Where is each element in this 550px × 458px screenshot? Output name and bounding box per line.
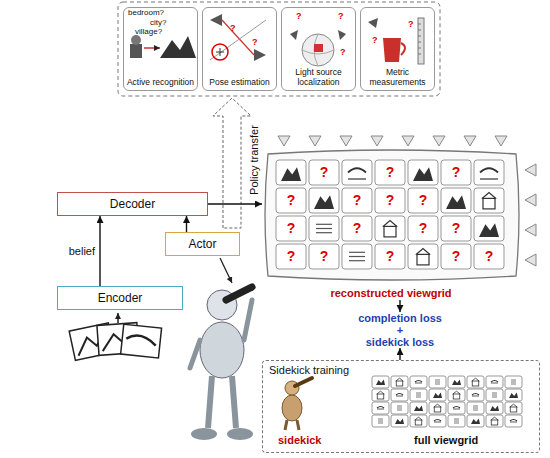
- agent-robot: [190, 258, 253, 440]
- connector: [186, 216, 187, 232]
- view-cell: [474, 244, 504, 269]
- question-mark: ?: [320, 249, 329, 264]
- view-cell: [276, 244, 306, 269]
- view-cell: [441, 188, 471, 213]
- node-text: Sidekick training: [269, 364, 349, 376]
- pose-estimation-art: [210, 14, 266, 61]
- task-panel: Pose estimation: [202, 7, 277, 91]
- question-mark: ?: [386, 249, 395, 264]
- question-mark: ?: [287, 249, 296, 264]
- question-mark: ?: [320, 165, 329, 180]
- view-cell: [441, 160, 471, 185]
- full-viewgrid-cells: [372, 376, 522, 427]
- node-text: Active recognition: [126, 77, 195, 87]
- question-mark: ?: [338, 12, 344, 22]
- policy-transfer-arrow: [213, 98, 251, 228]
- node-text: reconstructed viewgrid: [262, 287, 520, 299]
- tasks-frame: [118, 2, 440, 96]
- policy-transfer-label: Policy transfer: [248, 125, 260, 195]
- view-cell: [342, 216, 372, 241]
- camera-cones: [278, 136, 536, 266]
- question-mark: ?: [372, 36, 378, 46]
- node-text: +: [397, 324, 403, 336]
- view-cell: [375, 244, 405, 269]
- view-cell: [375, 216, 405, 241]
- scene-guess: village?: [135, 28, 162, 37]
- view-cell: [474, 160, 504, 185]
- connector: [208, 203, 262, 204]
- view-cell: [375, 160, 405, 185]
- view-cell: [408, 160, 438, 185]
- question-mark: ?: [452, 165, 461, 180]
- node-text: Metric measurements: [363, 67, 432, 87]
- view-cell: [309, 188, 339, 213]
- view-cell: [474, 216, 504, 241]
- question-mark: ?: [419, 193, 428, 208]
- caption-label: sidekick: [278, 434, 321, 446]
- view-cell: [309, 160, 339, 185]
- sidekick-figure: [282, 378, 312, 430]
- connector: [99, 216, 100, 286]
- question-mark: ?: [386, 193, 395, 208]
- viewgrid-cells: [276, 160, 504, 269]
- caption-label: full viewgrid: [414, 434, 478, 446]
- edge-label: belief: [69, 245, 95, 257]
- connector: [399, 348, 400, 360]
- view-cell: [309, 244, 339, 269]
- view-cell: [342, 244, 372, 269]
- question-mark: ?: [353, 221, 362, 236]
- active-recognition-art: [130, 35, 196, 58]
- view-cell: [408, 188, 438, 213]
- view-cell: [408, 244, 438, 269]
- question-mark: ?: [340, 48, 346, 58]
- loss-text: completion loss+sidekick loss: [330, 312, 470, 348]
- node-text: Light source localization: [284, 67, 353, 87]
- node-text: Encoder: [98, 291, 143, 305]
- view-cell: [276, 188, 306, 213]
- view-cell: [474, 188, 504, 213]
- decoder-box: Decoder: [57, 192, 208, 216]
- node-text: sidekick loss: [366, 336, 435, 348]
- view-cell: [375, 188, 405, 213]
- question-mark: ?: [408, 20, 414, 30]
- view-cell: [276, 216, 306, 241]
- question-mark: ?: [287, 193, 296, 208]
- view-cell: [342, 188, 372, 213]
- metric-art: [368, 18, 424, 64]
- question-mark: ?: [296, 12, 302, 22]
- question-mark: ?: [485, 249, 494, 264]
- node-text: Actor: [188, 237, 216, 251]
- question-mark: ?: [230, 24, 236, 34]
- viewgrid-frame: [265, 150, 519, 280]
- view-cell: [441, 216, 471, 241]
- question-mark: ?: [452, 249, 461, 264]
- encoder-box: Encoder: [57, 286, 183, 310]
- view-cell: [309, 216, 339, 241]
- light-source-art: [290, 30, 346, 66]
- question-mark: ?: [452, 221, 461, 236]
- connector: [399, 300, 400, 312]
- scene-guess: bedroom?: [128, 9, 164, 18]
- view-cell: [441, 244, 471, 269]
- question-mark: ?: [287, 221, 296, 236]
- node-text: Pose estimation: [205, 77, 274, 87]
- node-text: completion loss: [358, 312, 442, 324]
- node-text: Decoder: [110, 197, 155, 211]
- actor-box: Actor: [165, 232, 240, 256]
- scene-guess: city?: [150, 19, 166, 28]
- view-cell: [276, 160, 306, 185]
- question-mark: ?: [419, 221, 428, 236]
- view-cell: [408, 216, 438, 241]
- question-mark: ?: [252, 38, 258, 48]
- question-mark: ?: [386, 165, 395, 180]
- view-cell: [342, 160, 372, 185]
- task-panel: Metric measurements: [360, 7, 435, 91]
- question-mark: ?: [353, 193, 362, 208]
- input-views: [69, 313, 161, 360]
